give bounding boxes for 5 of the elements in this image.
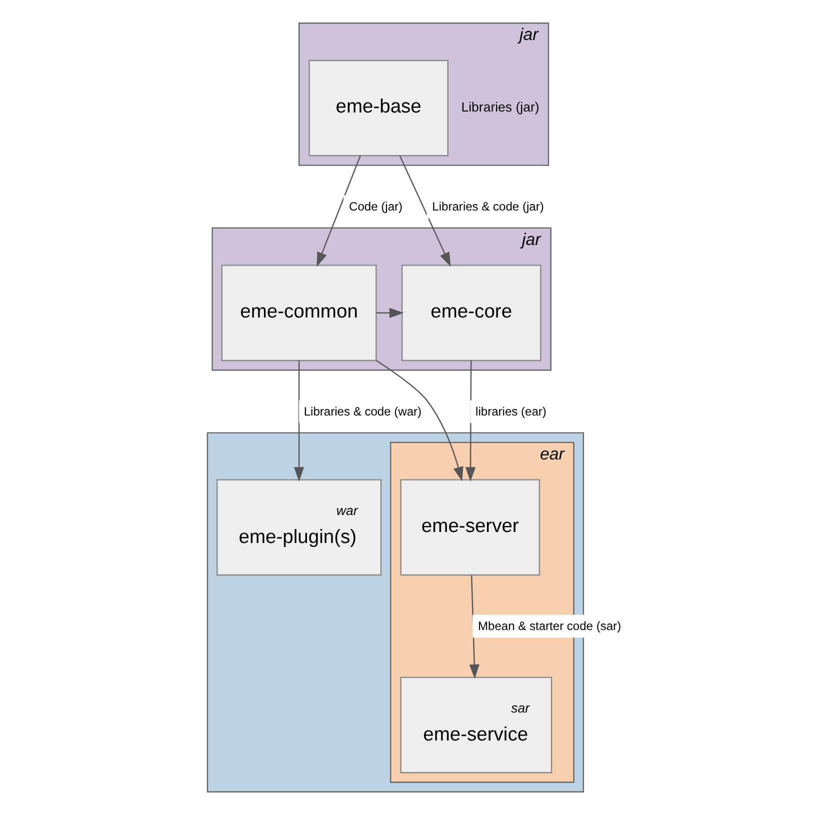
- edge-label: Libraries & code (jar): [432, 199, 544, 214]
- node-label: Libraries (jar): [461, 99, 540, 114]
- edge-label: Libraries & code (war): [304, 404, 422, 418]
- edge-label: Code (jar): [349, 199, 403, 214]
- edge-label: libraries (ear): [476, 404, 546, 418]
